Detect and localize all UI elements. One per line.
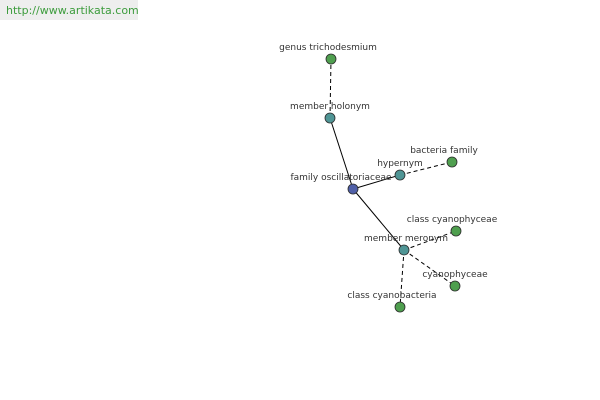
edge-member-holonym-to-genus-trichodesmium	[329, 58, 332, 119]
node-member-holonym[interactable]	[324, 112, 336, 124]
node-member-meronym[interactable]	[398, 244, 410, 256]
node-genus-trichodesmium[interactable]	[325, 53, 337, 65]
label-member-meronym[interactable]: member meronym	[364, 234, 448, 244]
node-bacteria-family[interactable]	[446, 156, 458, 168]
label-member-holonym[interactable]: member holonym	[290, 102, 370, 112]
edge-member-meronym-to-class-cyanobacteria	[399, 249, 405, 308]
edge-family-oscillatoriaceae-to-member-meronym	[352, 188, 405, 251]
edge-family-oscillatoriaceae-to-member-holonym	[329, 117, 354, 190]
edges-layer	[329, 58, 457, 308]
edge-family-oscillatoriaceae-to-hypernym	[352, 174, 401, 190]
label-family-oscillatoriaceae[interactable]: family oscillatoriaceae	[290, 173, 392, 183]
node-class-cyanophyceae[interactable]	[450, 225, 462, 237]
label-class-cyanophyceae[interactable]: class cyanophyceae	[407, 215, 498, 225]
site-url-banner[interactable]: http://www.artikata.com	[0, 0, 139, 20]
node-cyanophyceae[interactable]	[449, 280, 461, 292]
label-genus-trichodesmium[interactable]: genus trichodesmium	[279, 43, 377, 53]
node-family-oscillatoriaceae[interactable]	[347, 183, 359, 195]
edge-member-meronym-to-class-cyanophyceae	[403, 230, 457, 251]
label-hypernym[interactable]: hypernym	[377, 159, 423, 169]
label-class-cyanobacteria[interactable]: class cyanobacteria	[347, 291, 436, 301]
labels-layer: genus trichodesmium member holonym bacteri…	[279, 43, 498, 301]
nodes-layer	[324, 53, 462, 313]
node-class-cyanobacteria[interactable]	[394, 301, 406, 313]
label-bacteria-family[interactable]: bacteria family	[410, 146, 478, 156]
node-hypernym[interactable]	[394, 169, 406, 181]
label-cyanophyceae[interactable]: cyanophyceae	[422, 270, 488, 280]
edge-hypernym-to-bacteria-family	[399, 161, 453, 176]
edge-member-meronym-to-cyanophyceae	[403, 249, 456, 287]
